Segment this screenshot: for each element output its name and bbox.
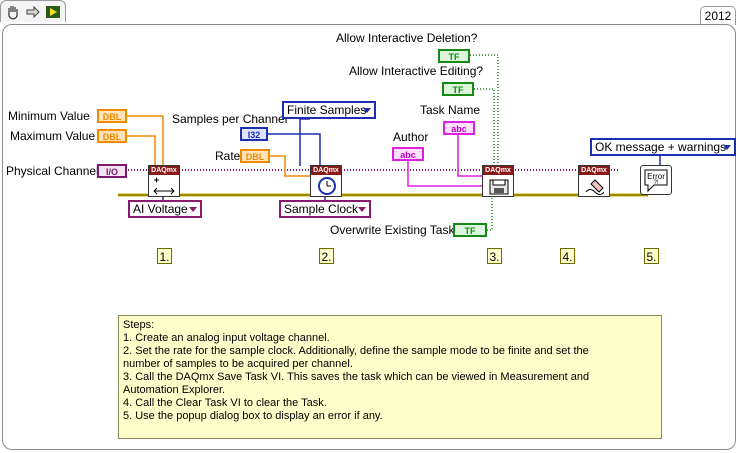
sample-clock-ring-label: Sample Clock xyxy=(284,202,359,216)
deletion-wire xyxy=(470,54,499,166)
chevron-down-icon xyxy=(363,108,371,113)
block-diagram-frame xyxy=(2,24,736,450)
arrow-right-icon[interactable] xyxy=(25,4,41,20)
task-name-wire xyxy=(457,135,488,177)
allow-deletion-terminal[interactable]: TF xyxy=(438,49,470,63)
sample-mode-ring[interactable]: Finite Samples xyxy=(282,101,376,119)
step-marker-3: 3. xyxy=(487,248,502,264)
rate-wire xyxy=(270,155,310,177)
overwrite-existing-task-label: Overwrite Existing Task xyxy=(330,223,455,237)
run-arrow-icon[interactable] xyxy=(45,4,61,20)
daqmx-clear-task-vi[interactable]: DAQmx xyxy=(578,165,610,197)
chevron-down-icon xyxy=(358,207,366,212)
vi-header: DAQmx xyxy=(579,166,609,175)
step-marker-2: 2. xyxy=(319,248,334,264)
task-name-label: Task Name xyxy=(420,103,481,117)
allow-editing-label: Allow Interactive Editing? xyxy=(349,64,484,78)
step-marker-1: 1. xyxy=(157,248,172,264)
maximum-value-label: Maximum Value xyxy=(10,129,96,143)
vi-header: DAQmx xyxy=(149,166,179,175)
steps-heading: Steps: xyxy=(123,319,155,331)
max-wire xyxy=(127,135,156,166)
step-marker-5: 5. xyxy=(644,248,659,264)
ok-message-ring-label: OK message + warnings xyxy=(595,140,727,154)
minimum-value-label: Minimum Value xyxy=(8,109,90,123)
vi-header: DAQmx xyxy=(311,166,341,175)
chevron-down-icon xyxy=(723,145,731,150)
rate-terminal[interactable]: DBL xyxy=(240,149,270,163)
daqmx-create-channel-vi[interactable]: DAQmx xyxy=(148,165,180,197)
allow-deletion-label: Allow Interactive Deletion? xyxy=(336,31,478,45)
author-label: Author xyxy=(393,130,429,144)
save-icon xyxy=(489,179,509,195)
steps-line: Automation Explorer. xyxy=(123,384,226,396)
ok-message-ring[interactable]: OK message + warnings xyxy=(590,138,736,156)
step-marker-4: 4. xyxy=(560,248,575,264)
samples-per-channel-terminal[interactable]: I32 xyxy=(240,127,268,141)
physical-channel-label: Physical Channel xyxy=(6,164,99,178)
error-dialog-icon: Error?! xyxy=(644,169,668,193)
daqmx-save-task-vi[interactable]: DAQmx xyxy=(482,165,514,197)
steps-comment: Steps: 1. Create an analog input voltage… xyxy=(118,315,662,439)
samples-per-channel-label: Samples per Channel xyxy=(172,112,288,126)
min-wire xyxy=(127,115,164,166)
chevron-down-icon xyxy=(189,207,197,212)
sample-clock-ring[interactable]: Sample Clock xyxy=(279,200,371,218)
year-badge: 2012 xyxy=(700,6,736,25)
overwrite-existing-task-terminal[interactable]: TF xyxy=(453,223,487,237)
task-name-terminal[interactable]: abc xyxy=(443,121,475,135)
steps-line: 2. Set the rate for the sample clock. Ad… xyxy=(123,345,589,357)
steps-line: number of samples to be acquired per cha… xyxy=(123,358,353,370)
author-wire xyxy=(407,161,490,187)
steps-line: 3. Call the DAQmx Save Task VI. This sav… xyxy=(123,371,590,383)
ai-voltage-ring[interactable]: AI Voltage xyxy=(128,200,202,218)
minimum-value-terminal[interactable]: DBL xyxy=(97,109,127,123)
samples-wire xyxy=(268,133,321,166)
physical-channel-terminal[interactable]: I/O xyxy=(97,164,127,178)
steps-line: 4. Call the Clear Task VI to clear the T… xyxy=(123,397,327,409)
diagram-toolbar xyxy=(0,0,66,22)
allow-editing-terminal[interactable]: TF xyxy=(442,82,474,96)
svg-text:?!: ?! xyxy=(653,180,658,186)
rate-label: Rate xyxy=(215,149,241,163)
simple-error-handler-vi[interactable]: Error?! xyxy=(640,165,672,195)
steps-line: 5. Use the popup dialog box to display a… xyxy=(123,410,383,422)
eraser-icon xyxy=(585,179,605,195)
clock-icon xyxy=(318,177,336,195)
sample-mode-ring-label: Finite Samples xyxy=(287,103,367,117)
create-channel-icon xyxy=(153,177,175,195)
editing-wire xyxy=(474,88,495,166)
overwrite-wire xyxy=(487,198,493,231)
hand-icon[interactable] xyxy=(5,4,21,20)
daqmx-timing-vi[interactable]: DAQmx xyxy=(310,165,342,197)
error-icon-label: Error xyxy=(647,172,665,181)
maximum-value-terminal[interactable]: DBL xyxy=(97,129,127,143)
author-terminal[interactable]: abc xyxy=(392,147,424,161)
ai-voltage-ring-label: AI Voltage xyxy=(133,202,188,216)
sample-mode-wire xyxy=(299,118,310,166)
vi-header: DAQmx xyxy=(483,166,513,175)
steps-line: 1. Create an analog input voltage channe… xyxy=(123,332,330,344)
